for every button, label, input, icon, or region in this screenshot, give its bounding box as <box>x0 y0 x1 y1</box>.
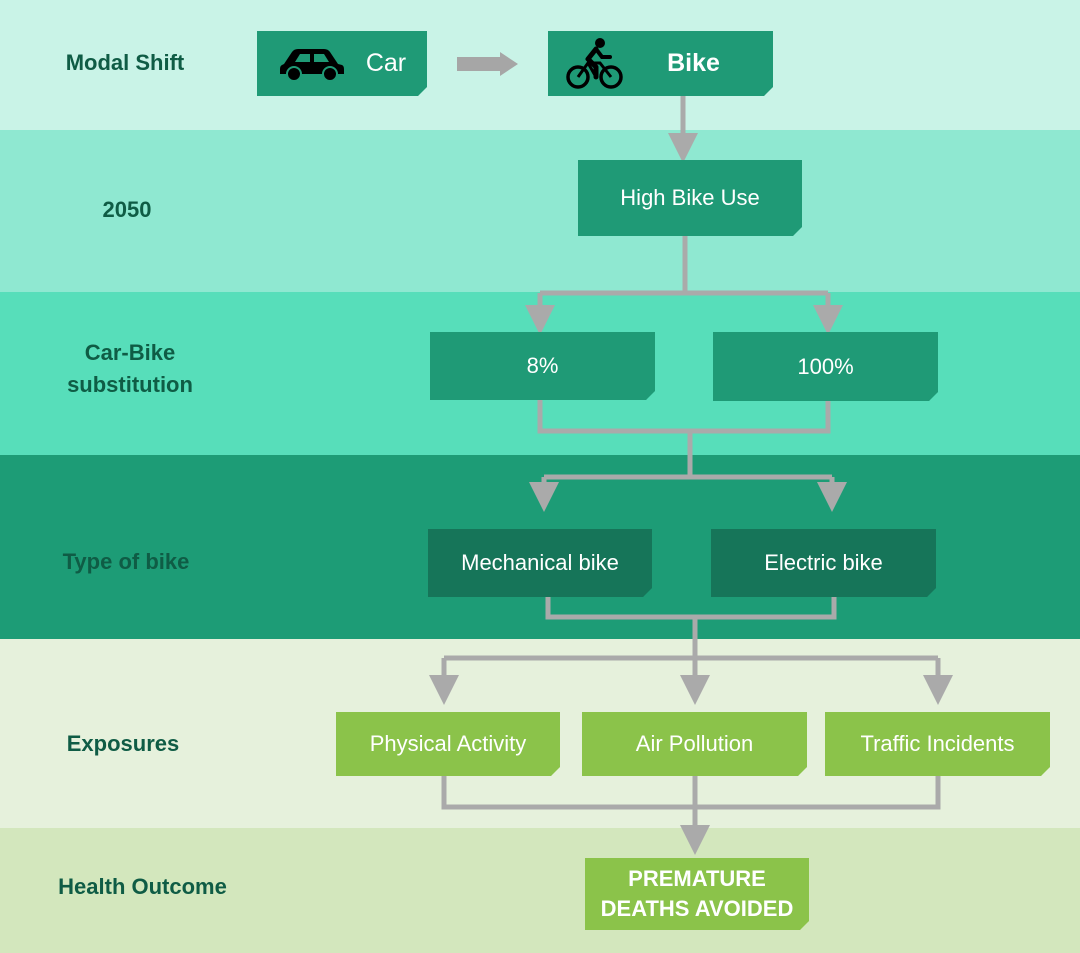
row-label-bike-type: Type of bike <box>62 549 190 574</box>
row-label-exposures: Exposures <box>66 731 180 756</box>
node-car: Car <box>257 31 427 96</box>
node-traffic-incidents: Traffic Incidents <box>825 712 1050 776</box>
row-label-substitution-line2: substitution <box>67 372 193 397</box>
row-label-substitution: Car-Bike substitution <box>30 337 230 401</box>
node-substitution-8pct: 8% <box>430 332 655 400</box>
connector-biketype-merge <box>441 597 941 688</box>
node-substitution-100pct: 100% <box>713 332 938 401</box>
cyclist-icon <box>566 37 624 89</box>
car-icon <box>278 46 346 82</box>
band-health-outcome <box>0 828 1080 953</box>
row-label-2050: 2050 <box>102 197 152 222</box>
node-car-label: Car <box>365 49 407 77</box>
outcome-line1: PREMATURE <box>628 866 766 891</box>
node-electric-bike: Electric bike <box>711 529 936 597</box>
node-air-pollution: Air Pollution <box>582 712 807 776</box>
node-physical-activity: Physical Activity <box>336 712 560 776</box>
band-2050 <box>0 130 1080 292</box>
node-bike-label: Bike <box>667 49 720 77</box>
row-label-substitution-line1: Car-Bike <box>84 340 176 365</box>
arrowhead-car-to-bike <box>500 52 518 76</box>
node-mechanical-bike: Mechanical bike <box>428 529 652 597</box>
band-modal-shift <box>0 0 1080 130</box>
row-label-modal-shift: Modal Shift <box>65 50 185 75</box>
connector-substitution-merge <box>537 400 835 497</box>
outcome-line2: DEATHS AVOIDED <box>600 896 794 921</box>
row-label-health-outcome: Health Outcome <box>58 874 227 899</box>
node-high-bike-use: High Bike Use <box>578 160 802 236</box>
connector-exposures-merge <box>441 776 941 840</box>
node-bike: Bike <box>548 31 773 96</box>
node-premature-deaths-avoided: PREMATURE DEATHS AVOIDED <box>585 858 809 930</box>
connector-highuse-split <box>537 236 831 320</box>
